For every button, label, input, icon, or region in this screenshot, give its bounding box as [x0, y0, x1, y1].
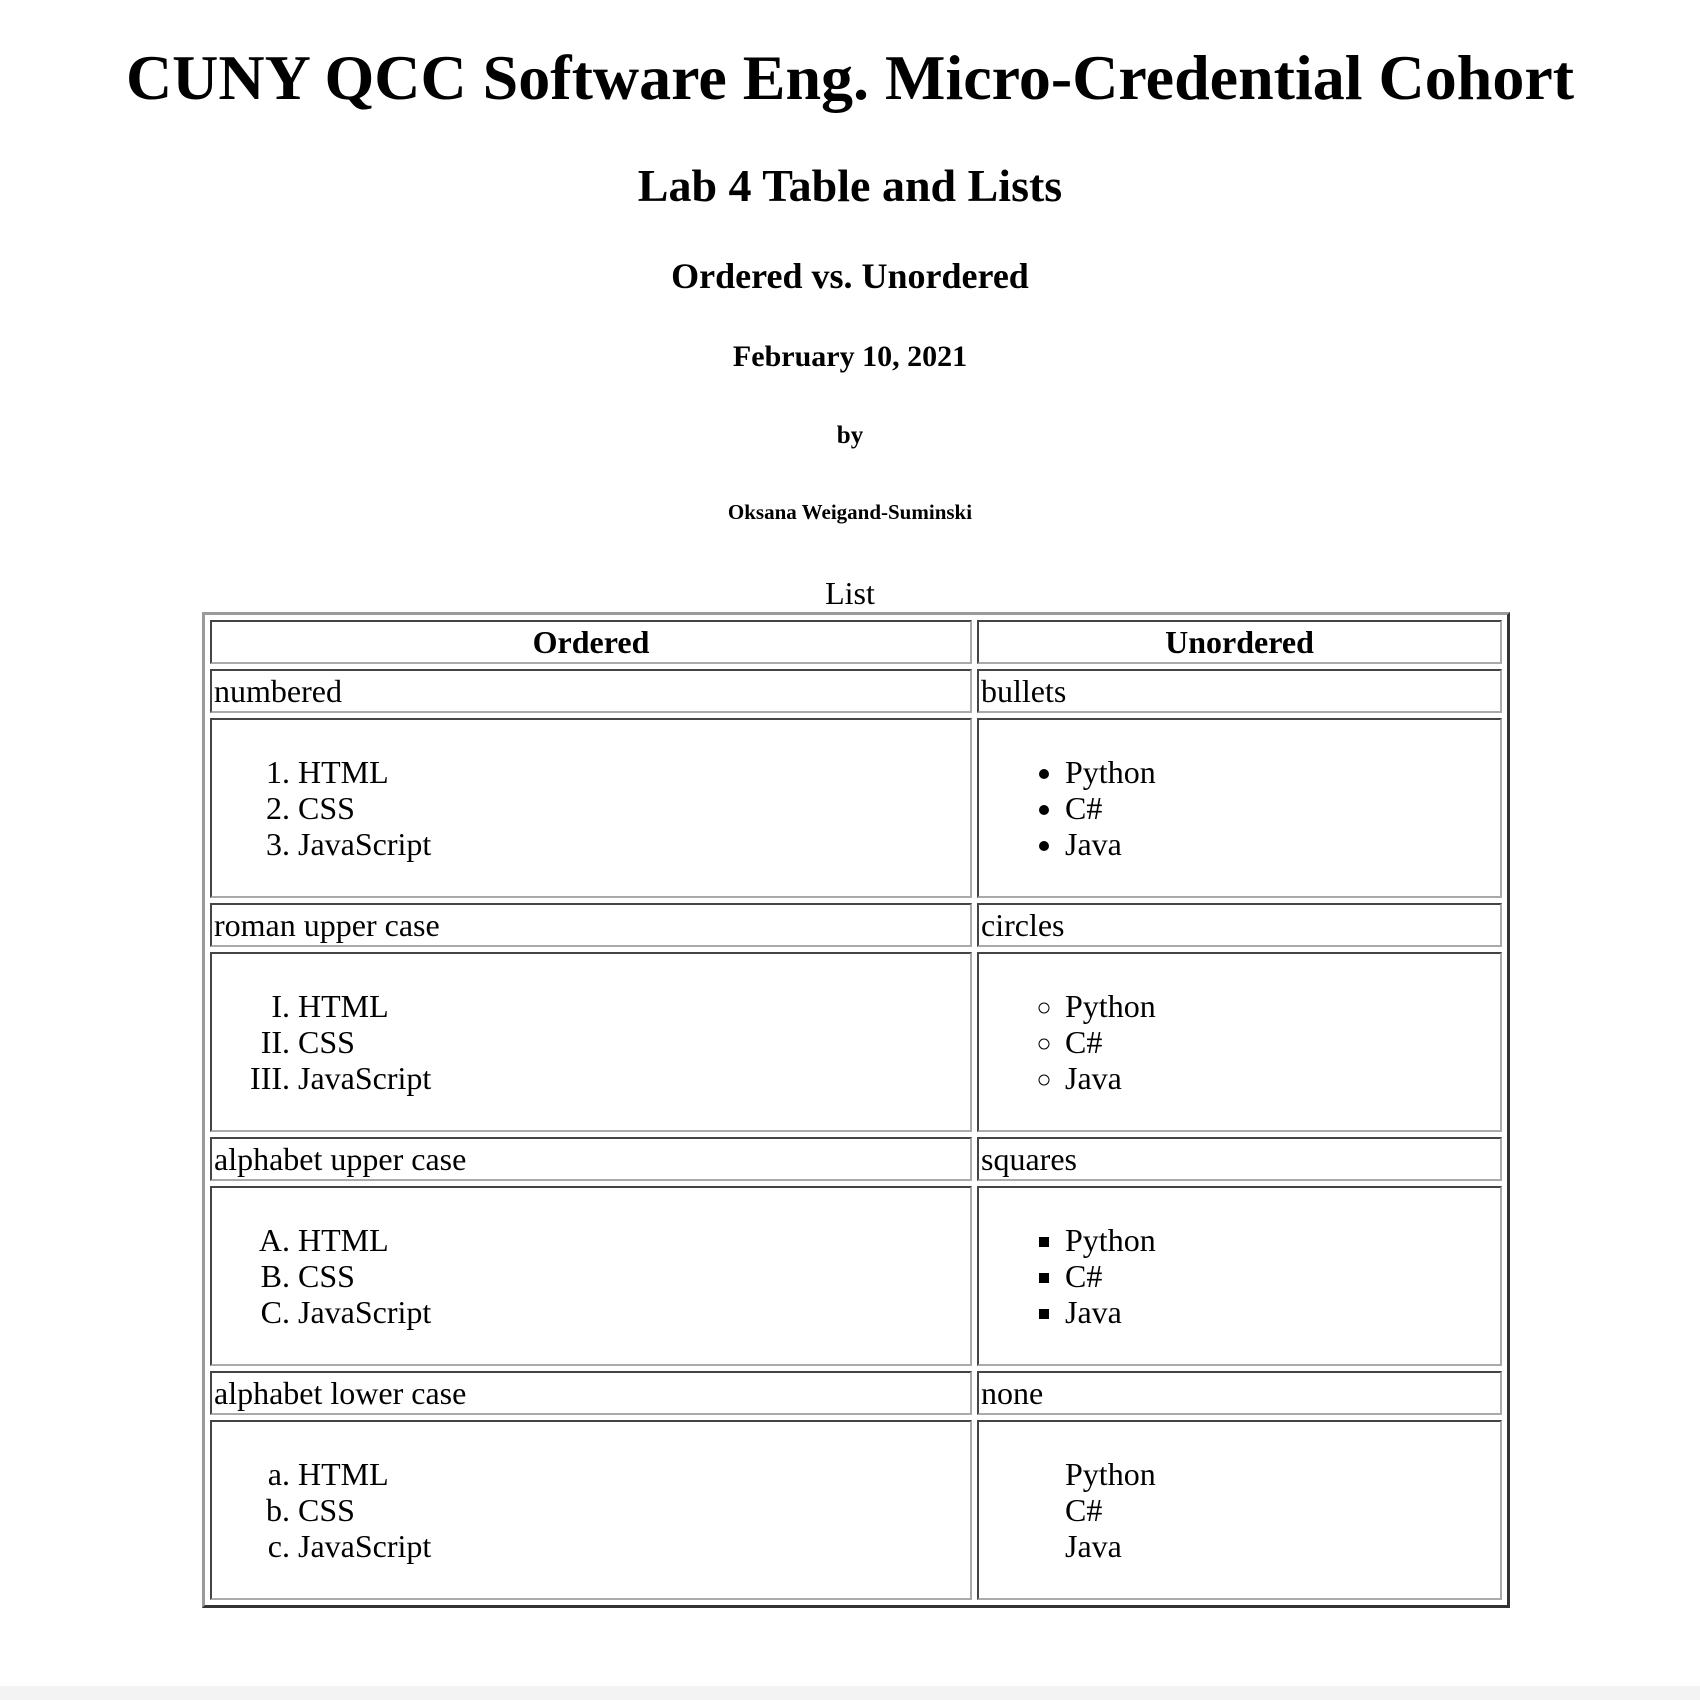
- unordered-list-cell: Python C# Java: [977, 1420, 1502, 1600]
- table-row: numbered bullets: [210, 669, 1502, 713]
- unordered-label: bullets: [977, 669, 1502, 713]
- table-caption: List: [825, 575, 875, 611]
- unordered-label: none: [977, 1371, 1502, 1415]
- list-item: HTML: [298, 988, 968, 1024]
- table-row: HTML CSS JavaScript Python C# Java: [210, 718, 1502, 898]
- list-item: C#: [1065, 1492, 1103, 1528]
- plain-list: Python C# Java: [981, 1456, 1498, 1564]
- list-item: HTML: [298, 1222, 968, 1258]
- table-row: HTML CSS JavaScript Python C# Java: [210, 1186, 1502, 1366]
- list-item: CSS: [298, 790, 968, 826]
- window-bottom-edge: [0, 1686, 1700, 1700]
- table-row: HTML CSS JavaScript Python C# Java: [210, 1420, 1502, 1600]
- roman-list: HTML CSS JavaScript: [214, 988, 968, 1096]
- ordered-list-cell: HTML CSS JavaScript: [210, 1186, 972, 1366]
- list-item: CSS: [298, 1492, 968, 1528]
- numbered-list: HTML CSS JavaScript: [214, 754, 968, 862]
- bullet-list: Python C# Java: [981, 754, 1498, 862]
- ordered-label: roman upper case: [210, 903, 972, 947]
- subtitle: Ordered vs. Unordered: [671, 256, 1029, 296]
- upper-alpha-list: HTML CSS JavaScript: [214, 1222, 968, 1330]
- list-item: HTML: [298, 754, 968, 790]
- list-item: Java: [1065, 1528, 1122, 1564]
- list-item: Java: [1065, 1060, 1498, 1096]
- list-item: Python: [1065, 1456, 1156, 1492]
- list-item: HTML: [298, 1456, 968, 1492]
- list-item: JavaScript: [298, 1528, 968, 1564]
- header-unordered: Unordered: [977, 620, 1502, 664]
- list-item: Python: [1065, 1222, 1498, 1258]
- table-row: roman upper case circles: [210, 903, 1502, 947]
- ordered-list-cell: HTML CSS JavaScript: [210, 1420, 972, 1600]
- unordered-list-cell: Python C# Java: [977, 1186, 1502, 1366]
- list-item: Python: [1065, 988, 1498, 1024]
- lower-alpha-list: HTML CSS JavaScript: [214, 1456, 968, 1564]
- list-item: Java: [1065, 826, 1498, 862]
- ordered-label: alphabet upper case: [210, 1137, 972, 1181]
- by-heading: by: [836, 422, 864, 449]
- unordered-list-cell: Python C# Java: [977, 952, 1502, 1132]
- list-item: Java: [1065, 1294, 1498, 1330]
- circle-list: Python C# Java: [981, 988, 1498, 1096]
- list-item: JavaScript: [298, 1294, 968, 1330]
- unordered-label: circles: [977, 903, 1502, 947]
- list-item: CSS: [298, 1258, 968, 1294]
- unordered-label: squares: [977, 1137, 1502, 1181]
- list-item: JavaScript: [298, 1060, 968, 1096]
- date-heading: February 10, 2021: [732, 340, 968, 373]
- table-header-row: Ordered Unordered: [210, 620, 1502, 664]
- ordered-list-cell: HTML CSS JavaScript: [210, 952, 972, 1132]
- list-item: CSS: [298, 1024, 968, 1060]
- table-row: alphabet lower case none: [210, 1371, 1502, 1415]
- table-row: HTML CSS JavaScript Python C# Java: [210, 952, 1502, 1132]
- list-item: C#: [1065, 1258, 1498, 1294]
- list-table: Ordered Unordered numbered bullets HTML …: [202, 612, 1510, 1608]
- header-ordered: Ordered: [210, 620, 972, 664]
- square-list: Python C# Java: [981, 1222, 1498, 1330]
- list-item: C#: [1065, 1024, 1498, 1060]
- table-row: alphabet upper case squares: [210, 1137, 1502, 1181]
- ordered-label: numbered: [210, 669, 972, 713]
- ordered-list-cell: HTML CSS JavaScript: [210, 718, 972, 898]
- unordered-list-cell: Python C# Java: [977, 718, 1502, 898]
- list-item: Python: [1065, 754, 1498, 790]
- ordered-label: alphabet lower case: [210, 1371, 972, 1415]
- lab-title: Lab 4 Table and Lists: [637, 160, 1063, 211]
- page-title: CUNY QCC Software Eng. Micro-Credential …: [125, 42, 1575, 113]
- list-item: JavaScript: [298, 826, 968, 862]
- author-heading: Oksana Weigand-Suminski: [727, 500, 973, 524]
- list-item: C#: [1065, 790, 1498, 826]
